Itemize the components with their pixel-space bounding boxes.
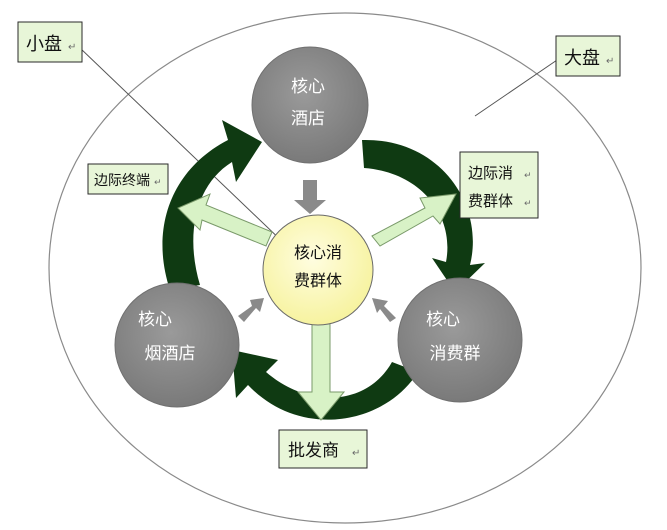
svg-text:↵: ↵ xyxy=(154,178,162,188)
cycle-arrow-to-tobacco-store xyxy=(232,350,418,420)
big-market-pointer-line xyxy=(474,57,561,117)
cycle-arrows xyxy=(162,120,485,420)
arrow-to-wholesaler xyxy=(296,321,346,421)
core-consumers-line2: 费群体 xyxy=(294,271,342,290)
svg-text:边际终端: 边际终端 xyxy=(94,173,150,189)
cycle-arrow-to-consumer-group xyxy=(362,139,485,292)
svg-text:边际消: 边际消 xyxy=(468,164,513,182)
cycle-arrow-to-hotel xyxy=(162,120,262,290)
big-market-label: 大盘 ↵ xyxy=(555,35,621,77)
svg-text:↵: ↵ xyxy=(524,171,532,181)
arrow-to-edge-terminal xyxy=(177,193,273,247)
svg-text:↵: ↵ xyxy=(68,42,76,53)
small-market-label: 小盘 ↵ xyxy=(17,21,83,63)
core-hotel-line1: 核心 xyxy=(291,77,325,97)
svg-text:小盘: 小盘 xyxy=(26,34,62,55)
core-hotel-line2: 酒店 xyxy=(291,109,325,129)
svg-text:↵: ↵ xyxy=(352,448,360,459)
svg-text:大盘: 大盘 xyxy=(564,48,600,69)
core-consumers-line1: 核心消 xyxy=(294,243,342,262)
svg-text:↵: ↵ xyxy=(524,199,532,209)
inward-arrows xyxy=(238,180,396,322)
outward-arrows xyxy=(177,193,457,421)
arrow-to-edge-consumers xyxy=(371,193,457,247)
edge-terminal-label: 边际终端 ↵ xyxy=(87,163,169,195)
core-tobacco-store-line1: 核心 xyxy=(138,310,172,330)
core-consumers-node xyxy=(262,214,374,326)
arrow-tobacco-to-center xyxy=(238,298,264,322)
outer-market-circle xyxy=(48,12,642,524)
wholesaler-label: 批发商 ↵ xyxy=(278,429,368,469)
core-consumer-group-line1: 核心 xyxy=(426,310,460,330)
svg-text:费群体: 费群体 xyxy=(468,192,513,210)
core-hotel-node xyxy=(251,46,369,164)
core-tobacco-store-node xyxy=(114,282,240,408)
core-consumer-group-node xyxy=(397,277,523,403)
arrow-consumer-group-to-center xyxy=(372,298,396,322)
edge-consumers-label: 边际消 ↵ 费群体 ↵ xyxy=(459,151,539,219)
core-tobacco-store-line2: 烟酒店 xyxy=(145,344,196,364)
svg-text:批发商: 批发商 xyxy=(288,441,339,461)
svg-text:↵: ↵ xyxy=(606,56,614,67)
arrow-hotel-to-center xyxy=(294,180,326,214)
core-consumer-group-line2: 消费群 xyxy=(430,344,481,364)
